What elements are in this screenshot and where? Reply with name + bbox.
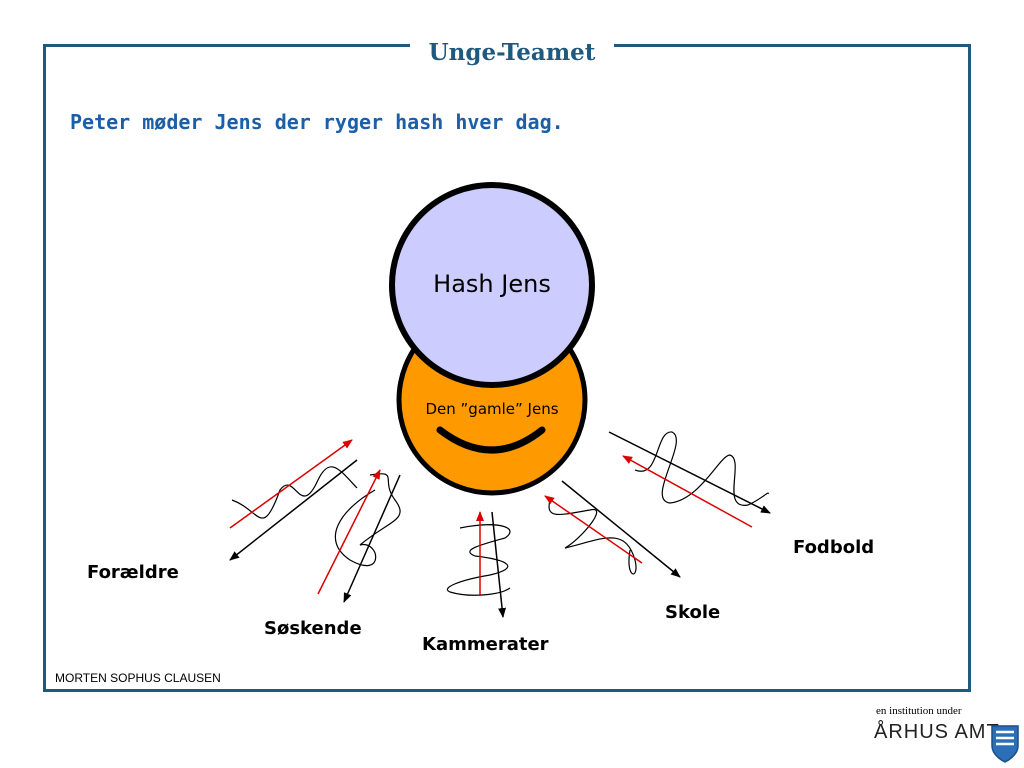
influence-siblings-arrows — [317, 469, 401, 603]
slide-title: Unge-Teamet — [410, 36, 614, 70]
bottom-circle-label: Den ”gamle” Jens — [425, 400, 558, 418]
footer-logo-text: ÅRHUS AMT — [874, 721, 1000, 743]
label-parents: Forældre — [87, 562, 179, 583]
influence-school-arrows — [544, 480, 681, 578]
label-school: Skole — [665, 602, 721, 623]
smile-arc — [436, 426, 546, 454]
label-friends: Kammerater — [422, 634, 549, 655]
influence-parents-arrows — [229, 439, 358, 561]
slide-subtitle: Peter møder Jens der ryger hash hver dag… — [70, 110, 564, 134]
influence-friends-arrows — [447, 511, 511, 618]
influence-football-arrows — [608, 431, 771, 528]
top-circle — [389, 182, 595, 388]
label-siblings: Søskende — [264, 618, 362, 639]
top-circle-label: Hash Jens — [433, 270, 551, 298]
footer-institution-note: en institution under — [876, 705, 962, 717]
shield-icon — [991, 725, 1019, 763]
footer-author: MORTEN SOPHUS CLAUSEN — [55, 671, 221, 685]
label-football: Fodbold — [793, 537, 875, 558]
